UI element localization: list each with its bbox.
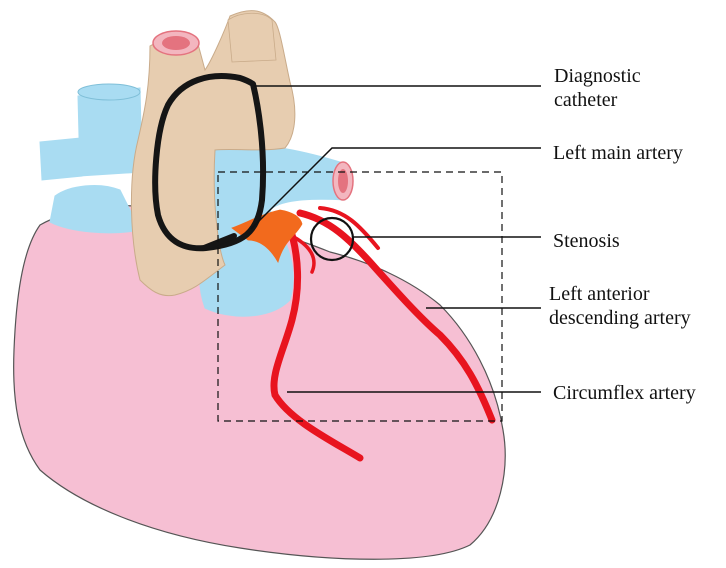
left-main-artery-label: Left main artery <box>553 141 683 165</box>
circumflex-artery-label: Circumflex artery <box>553 381 696 405</box>
aortic-arch-branch <box>228 13 276 62</box>
pulmonary-vein <box>40 138 82 180</box>
diagnostic-catheter-label-line1: Diagnostic <box>554 64 641 88</box>
vena-cava-opening <box>78 84 140 100</box>
aorta-lumen <box>162 36 190 50</box>
left-anterior-descending-artery-label: Left anterior descending artery <box>549 282 691 330</box>
left-atrium <box>50 185 140 232</box>
lad-label-line2: descending artery <box>549 306 691 330</box>
lad-label-line1: Left anterior <box>549 282 691 306</box>
stenosis-label: Stenosis <box>553 229 620 253</box>
diagnostic-catheter-label: Diagnostic catheter <box>554 64 641 112</box>
diagnostic-catheter-label-line2: catheter <box>554 88 641 112</box>
superior-vena-cava <box>78 88 142 176</box>
